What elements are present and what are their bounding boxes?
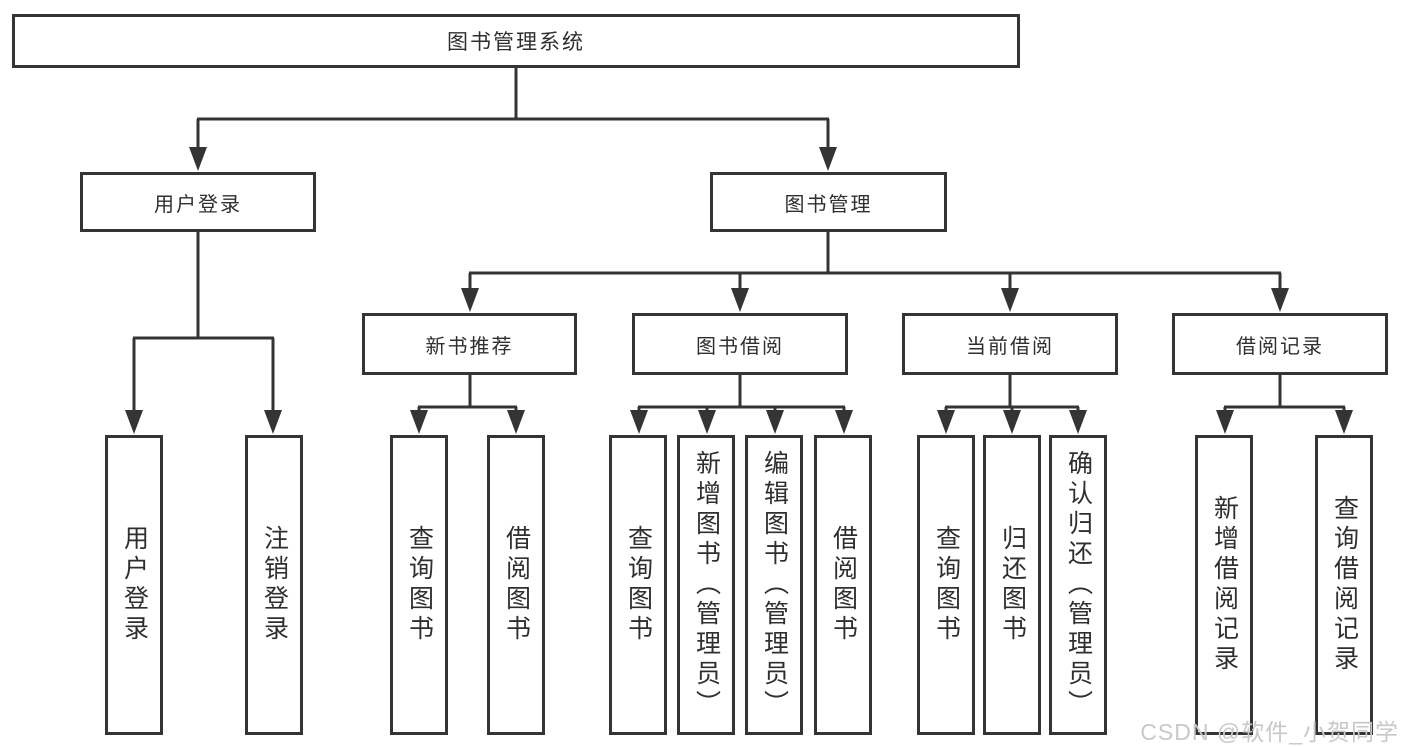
leaf-confirm-return-admin: 确认归还（管理员）	[1049, 435, 1107, 735]
node-book-borrowing: 图书借阅	[632, 313, 848, 375]
leaf-query-books-borrowing: 查询图书	[609, 435, 667, 735]
leaf-user-login: 用户登录	[105, 435, 163, 735]
watermark: CSDN @软件_小贺同学	[1140, 719, 1399, 745]
leaf-query-books-recommend: 查询图书	[390, 435, 448, 735]
leaf-add-borrow-record: 新增借阅记录	[1195, 435, 1253, 735]
leaf-edit-books-admin: 编辑图书（管理员）	[745, 435, 803, 735]
node-user-login: 用户登录	[80, 172, 316, 232]
node-borrowing-records: 借阅记录	[1172, 313, 1388, 375]
node-current-borrowing: 当前借阅	[902, 313, 1118, 375]
leaf-add-books-admin: 新增图书（管理员）	[677, 435, 735, 735]
leaf-query-books-current: 查询图书	[917, 435, 975, 735]
leaf-borrow-books-borrowing: 借阅图书	[814, 435, 872, 735]
node-new-book-recommend: 新书推荐	[362, 313, 577, 375]
node-library-system: 图书管理系统	[12, 14, 1020, 68]
leaf-query-borrow-record: 查询借阅记录	[1315, 435, 1373, 735]
leaf-logout: 注销登录	[245, 435, 303, 735]
node-book-management: 图书管理	[710, 172, 947, 232]
leaf-return-books: 归还图书	[983, 435, 1041, 735]
arrowheads	[125, 147, 1353, 434]
leaf-borrow-books-recommend: 借阅图书	[487, 435, 545, 735]
